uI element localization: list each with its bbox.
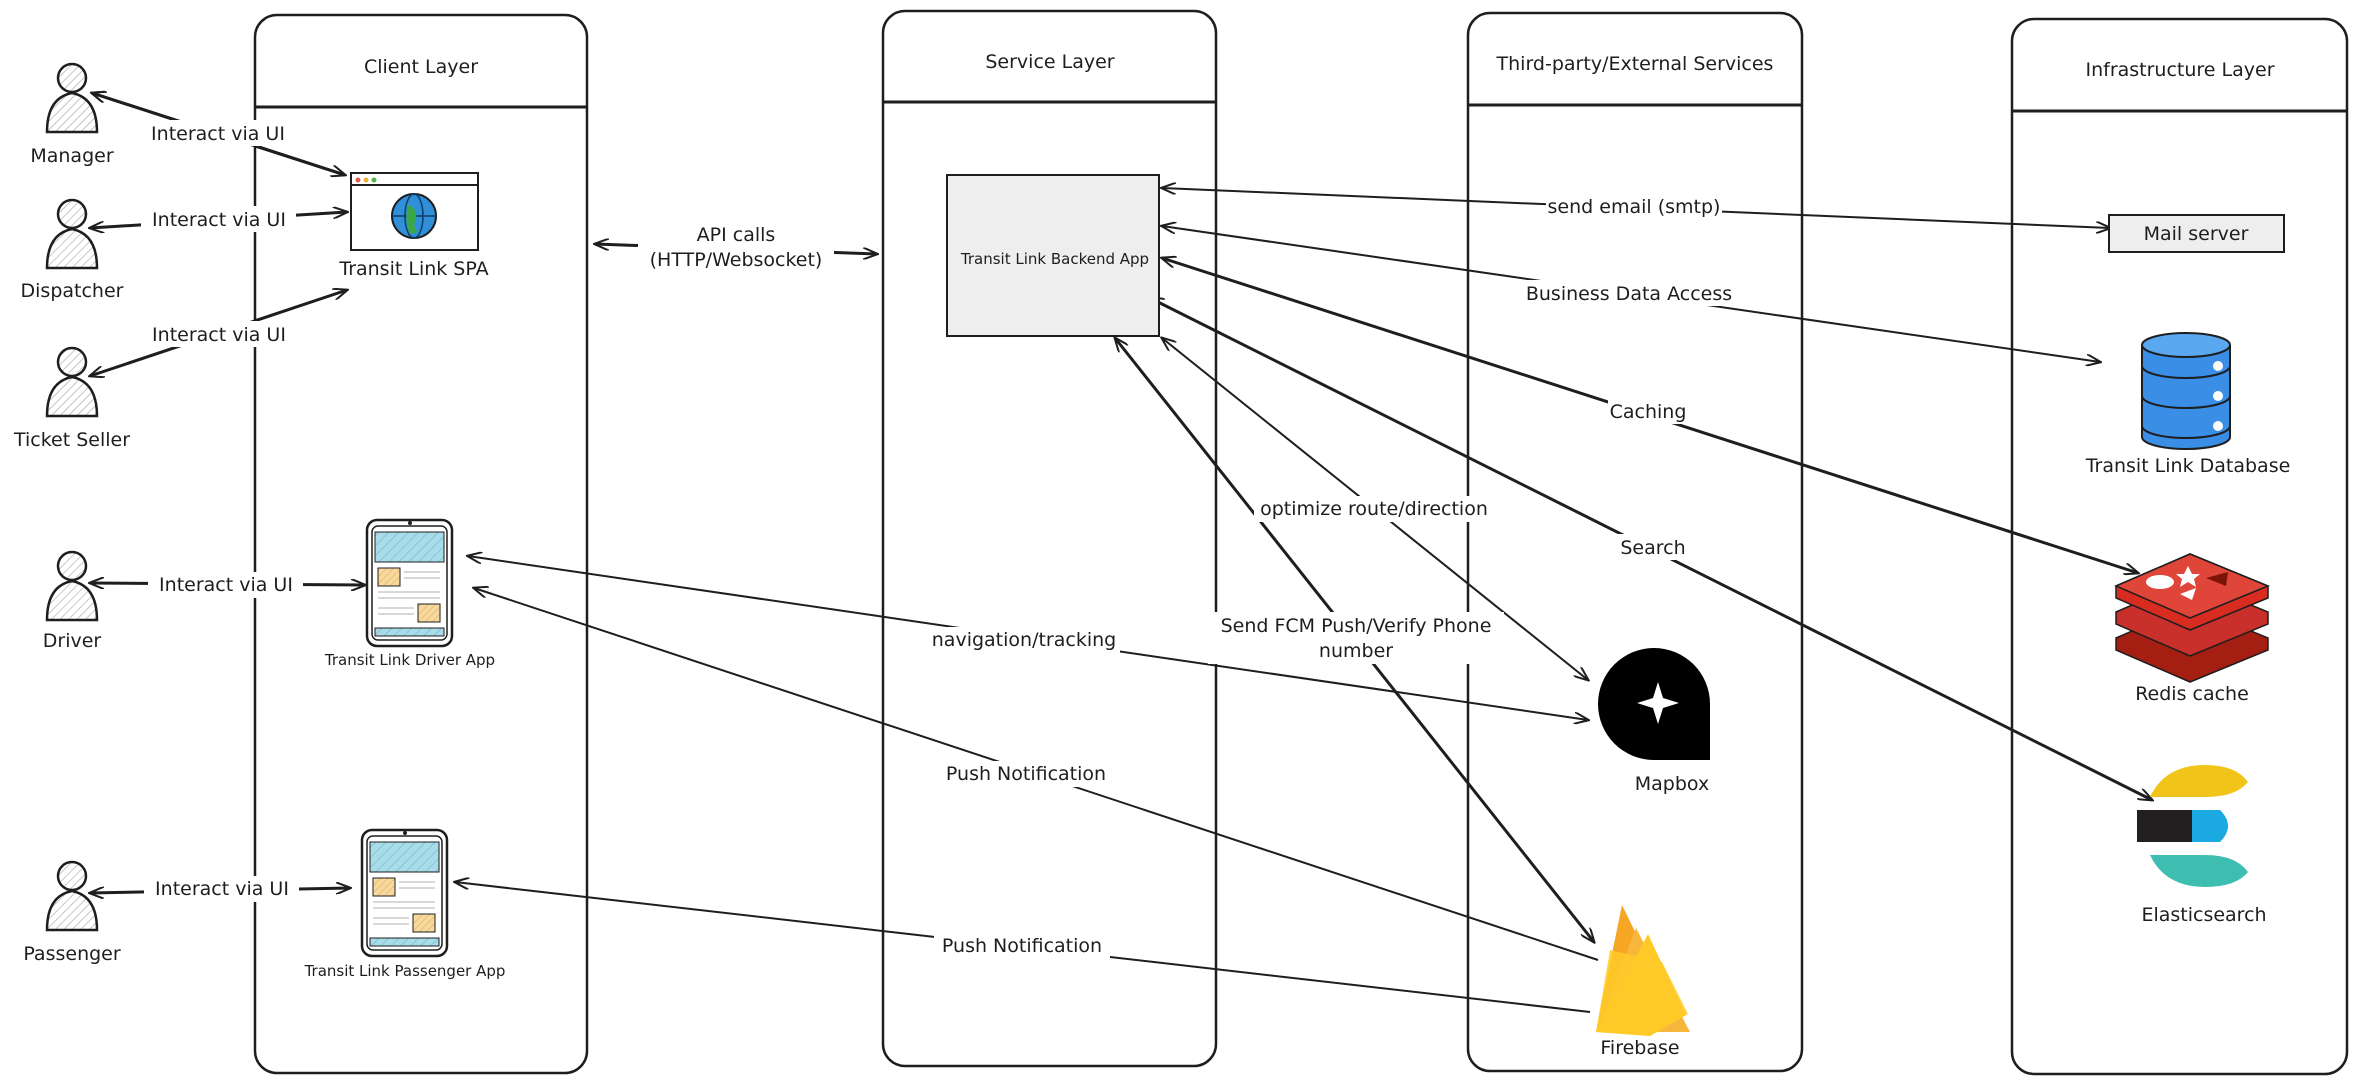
label-push-driver: Push Notification xyxy=(946,763,1106,785)
node-firebase: Firebase xyxy=(1596,905,1690,1059)
node-db: Transit Link Database xyxy=(2085,332,2291,477)
lane-service-title: Service Layer xyxy=(985,51,1114,73)
lane-service: Service Layer xyxy=(881,9,1218,1068)
node-passenger-app: Transit Link Passenger App xyxy=(304,828,506,980)
database-icon xyxy=(2141,332,2231,450)
person-icon xyxy=(45,860,99,932)
node-elastic: Elasticsearch xyxy=(2137,765,2267,926)
node-backend-label: Transit Link Backend App xyxy=(960,250,1149,268)
node-firebase-label: Firebase xyxy=(1600,1037,1679,1059)
person-icon xyxy=(45,550,99,622)
person-icon xyxy=(45,62,99,134)
lane-infra-title: Infrastructure Layer xyxy=(2085,59,2274,81)
actor-dispatcher: Dispatcher xyxy=(21,198,124,302)
node-mapbox-label: Mapbox xyxy=(1635,773,1709,795)
person-icon xyxy=(45,198,99,270)
actor-dispatcher-label: Dispatcher xyxy=(21,280,124,302)
actor-manager-label: Manager xyxy=(30,145,113,167)
node-elastic-label: Elasticsearch xyxy=(2141,904,2266,926)
elasticsearch-logo-icon xyxy=(2137,765,2248,887)
phone-icon xyxy=(365,518,454,648)
label-interact-driver: Interact via UI xyxy=(159,574,293,596)
actor-passenger: Passenger xyxy=(23,860,121,965)
node-mapbox: Mapbox xyxy=(1598,648,1710,795)
actor-driver-label: Driver xyxy=(43,630,102,652)
actor-ticket-seller: Ticket Seller xyxy=(13,346,130,451)
label-business-data: Business Data Access xyxy=(1526,283,1732,305)
label-fcm-1: Send FCM Push/Verify Phone xyxy=(1221,615,1492,637)
node-spa: Transit Link SPA xyxy=(338,172,489,280)
label-navigation: navigation/tracking xyxy=(932,629,1116,651)
node-backend: Transit Link Backend App xyxy=(946,174,1160,337)
node-mail: Mail server xyxy=(2108,214,2285,253)
globe-icon xyxy=(391,193,437,239)
actor-ticket-seller-label: Ticket Seller xyxy=(13,429,130,451)
node-redis-label: Redis cache xyxy=(2135,683,2249,705)
firebase-logo-icon xyxy=(1596,905,1690,1036)
label-send-email: send email (smtp) xyxy=(1548,196,1721,218)
label-fcm-2: number xyxy=(1319,640,1393,662)
node-passenger-app-label: Transit Link Passenger App xyxy=(304,962,506,980)
actor-driver: Driver xyxy=(43,550,102,652)
label-interact-passenger: Interact via UI xyxy=(155,878,289,900)
actor-passenger-label: Passenger xyxy=(23,943,121,965)
label-api-calls-2: (HTTP/Websocket) xyxy=(650,249,823,271)
edge-labels: Interact via UI Interact via UI Interact… xyxy=(140,120,1742,959)
label-caching: Caching xyxy=(1610,401,1687,423)
mapbox-logo-icon xyxy=(1598,648,1710,760)
node-mail-label: Mail server xyxy=(2144,223,2249,245)
lane-client-title: Client Layer xyxy=(364,56,478,78)
label-interact-ticket: Interact via UI xyxy=(152,324,286,346)
node-db-label: Transit Link Database xyxy=(2085,455,2291,477)
label-interact-dispatcher: Interact via UI xyxy=(152,209,286,231)
label-optimize: optimize route/direction xyxy=(1260,498,1488,520)
redis-logo-icon xyxy=(2114,553,2270,683)
node-driver-app-label: Transit Link Driver App xyxy=(324,651,495,669)
person-icon xyxy=(45,346,99,418)
lane-external-title: Third-party/External Services xyxy=(1496,53,1774,75)
node-redis: Redis cache xyxy=(2114,553,2270,705)
label-search: Search xyxy=(1620,537,1685,559)
label-push-passenger: Push Notification xyxy=(942,935,1102,957)
actor-manager: Manager xyxy=(30,62,114,167)
phone-icon xyxy=(360,828,449,958)
node-spa-label: Transit Link SPA xyxy=(338,258,488,280)
node-driver-app: Transit Link Driver App xyxy=(324,518,495,669)
label-interact-manager: Interact via UI xyxy=(151,123,285,145)
label-api-calls-1: API calls xyxy=(697,224,776,246)
